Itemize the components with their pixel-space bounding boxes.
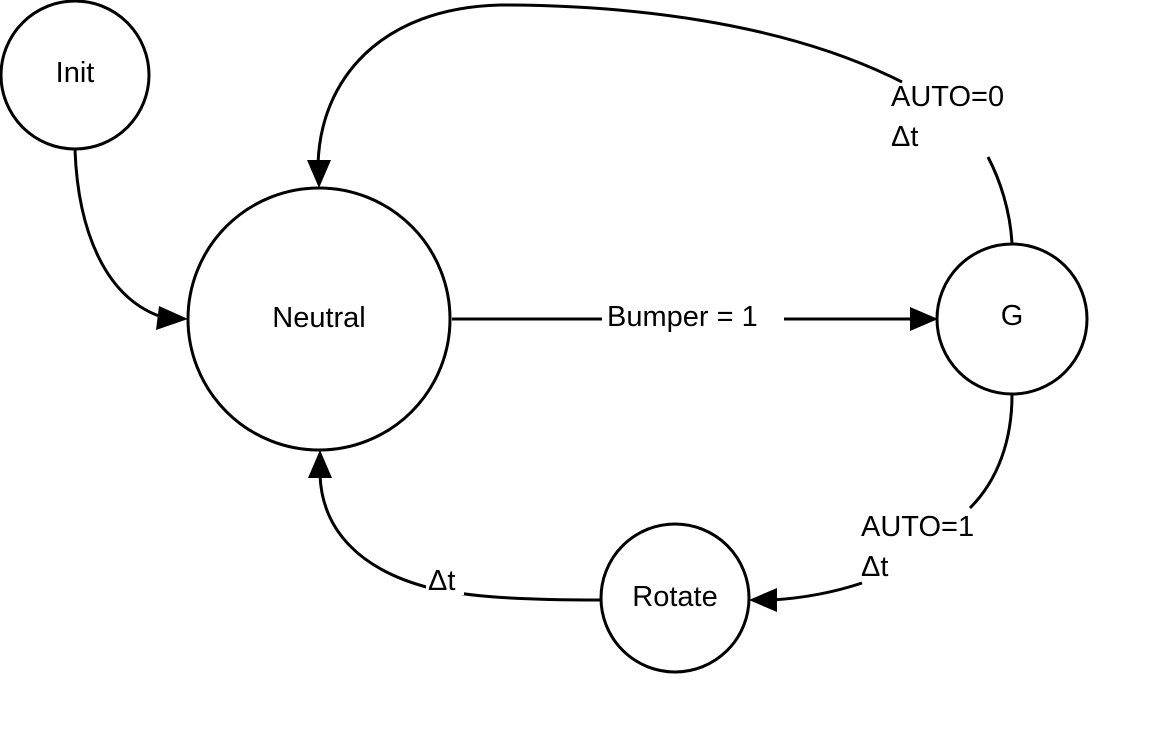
edge-neutral-to-g: Bumper = 1 [452, 298, 938, 334]
state-label-neutral: Neutral [272, 302, 366, 334]
edge-g-to-neutral: AUTO=0 Δt [307, 3, 1014, 244]
state-label-rotate: Rotate [632, 581, 717, 613]
state-init: Init [0, 0, 151, 151]
edge-label-auto1: AUTO=1 [861, 511, 974, 543]
state-label-init: Init [56, 57, 95, 89]
arrowhead-g-rotate [749, 588, 777, 612]
state-g: G [935, 242, 1089, 396]
edge-label-dt-top: Δt [891, 121, 918, 153]
state-label-g: G [1001, 300, 1024, 332]
state-neutral: Neutral [186, 186, 452, 452]
edge-g-to-rotate: AUTO=1 Δt [749, 394, 1014, 612]
edge-init-to-neutral [73, 149, 188, 330]
edge-label-dt-bottom-right: Δt [861, 551, 888, 583]
edge-label-dt-bottom-left: Δt [428, 565, 455, 597]
arrowhead-init-neutral [156, 306, 188, 330]
arrowhead-rotate-neutral [308, 450, 332, 478]
arrowhead-neutral-g [910, 307, 938, 331]
arrowhead-g-neutral [307, 160, 331, 188]
edge-rotate-to-neutral: Δt [308, 450, 601, 602]
edge-label-auto0: AUTO=0 [891, 81, 1004, 113]
edge-label-bumper: Bumper = 1 [607, 301, 758, 333]
state-rotate: Rotate [599, 522, 751, 674]
